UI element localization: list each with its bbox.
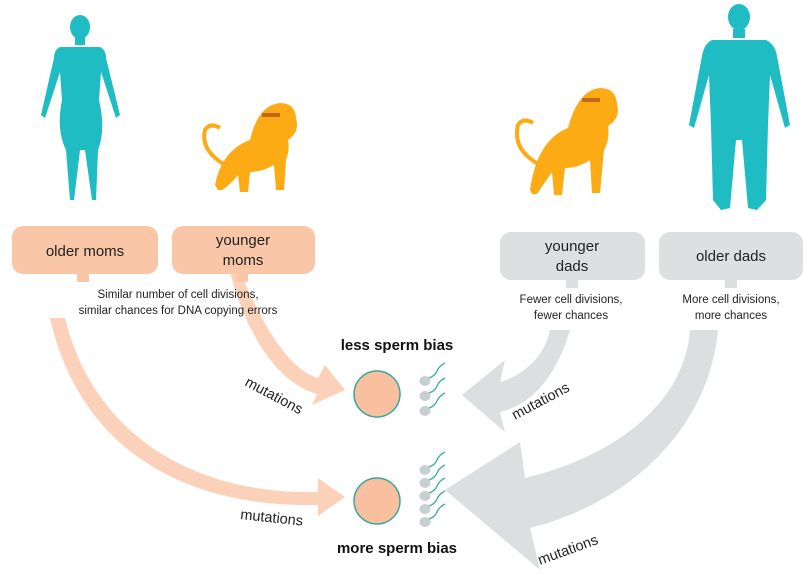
younger-dads-box: younger dads xyxy=(500,232,645,288)
arrow-older-moms xyxy=(50,318,345,516)
older-dads-note-line1: More cell divisions, xyxy=(682,294,779,306)
egg-icon-more xyxy=(353,477,401,525)
sperm-cluster-many xyxy=(418,451,446,528)
younger-dads-note-line1: Fewer cell divisions, xyxy=(520,294,623,306)
younger-moms-box: younger moms xyxy=(172,226,315,282)
older-moms-mutations-label: mutations xyxy=(240,507,304,529)
older-moms-label: older moms xyxy=(46,243,124,260)
older-dads-box: older dads xyxy=(659,232,803,288)
less-sperm-bias-label: less sperm bias xyxy=(341,337,454,354)
younger-moms-label-line1: younger xyxy=(216,232,270,249)
older-dads-note-line2: more chances xyxy=(695,310,767,322)
egg-icon xyxy=(353,370,401,418)
older-dads-label: older dads xyxy=(696,248,766,265)
older-moms-box: older moms xyxy=(12,226,158,282)
sperm-cluster-few xyxy=(418,362,446,417)
monkey-icon xyxy=(202,103,297,192)
moms-note-line1: Similar number of cell divisions, xyxy=(97,289,258,301)
arrow-younger-dads xyxy=(462,330,570,432)
moms-note-line2: similar chances for DNA copying errors xyxy=(79,305,278,317)
younger-dads-note-line2: fewer chances xyxy=(534,310,608,322)
arrow-older-dads xyxy=(445,330,718,570)
more-sperm-bias-label: more sperm bias xyxy=(337,540,457,557)
younger-dads-label-line1: younger xyxy=(545,238,599,255)
older-dads-mutations-label: mutations xyxy=(536,532,601,569)
younger-dads-label-line2: dads xyxy=(556,258,589,275)
arrow-younger-moms xyxy=(230,272,345,405)
human-male-icon xyxy=(689,4,790,210)
human-female-icon xyxy=(41,15,120,200)
monkey-icon-dads xyxy=(515,88,618,195)
younger-moms-label-line2: moms xyxy=(223,252,264,269)
